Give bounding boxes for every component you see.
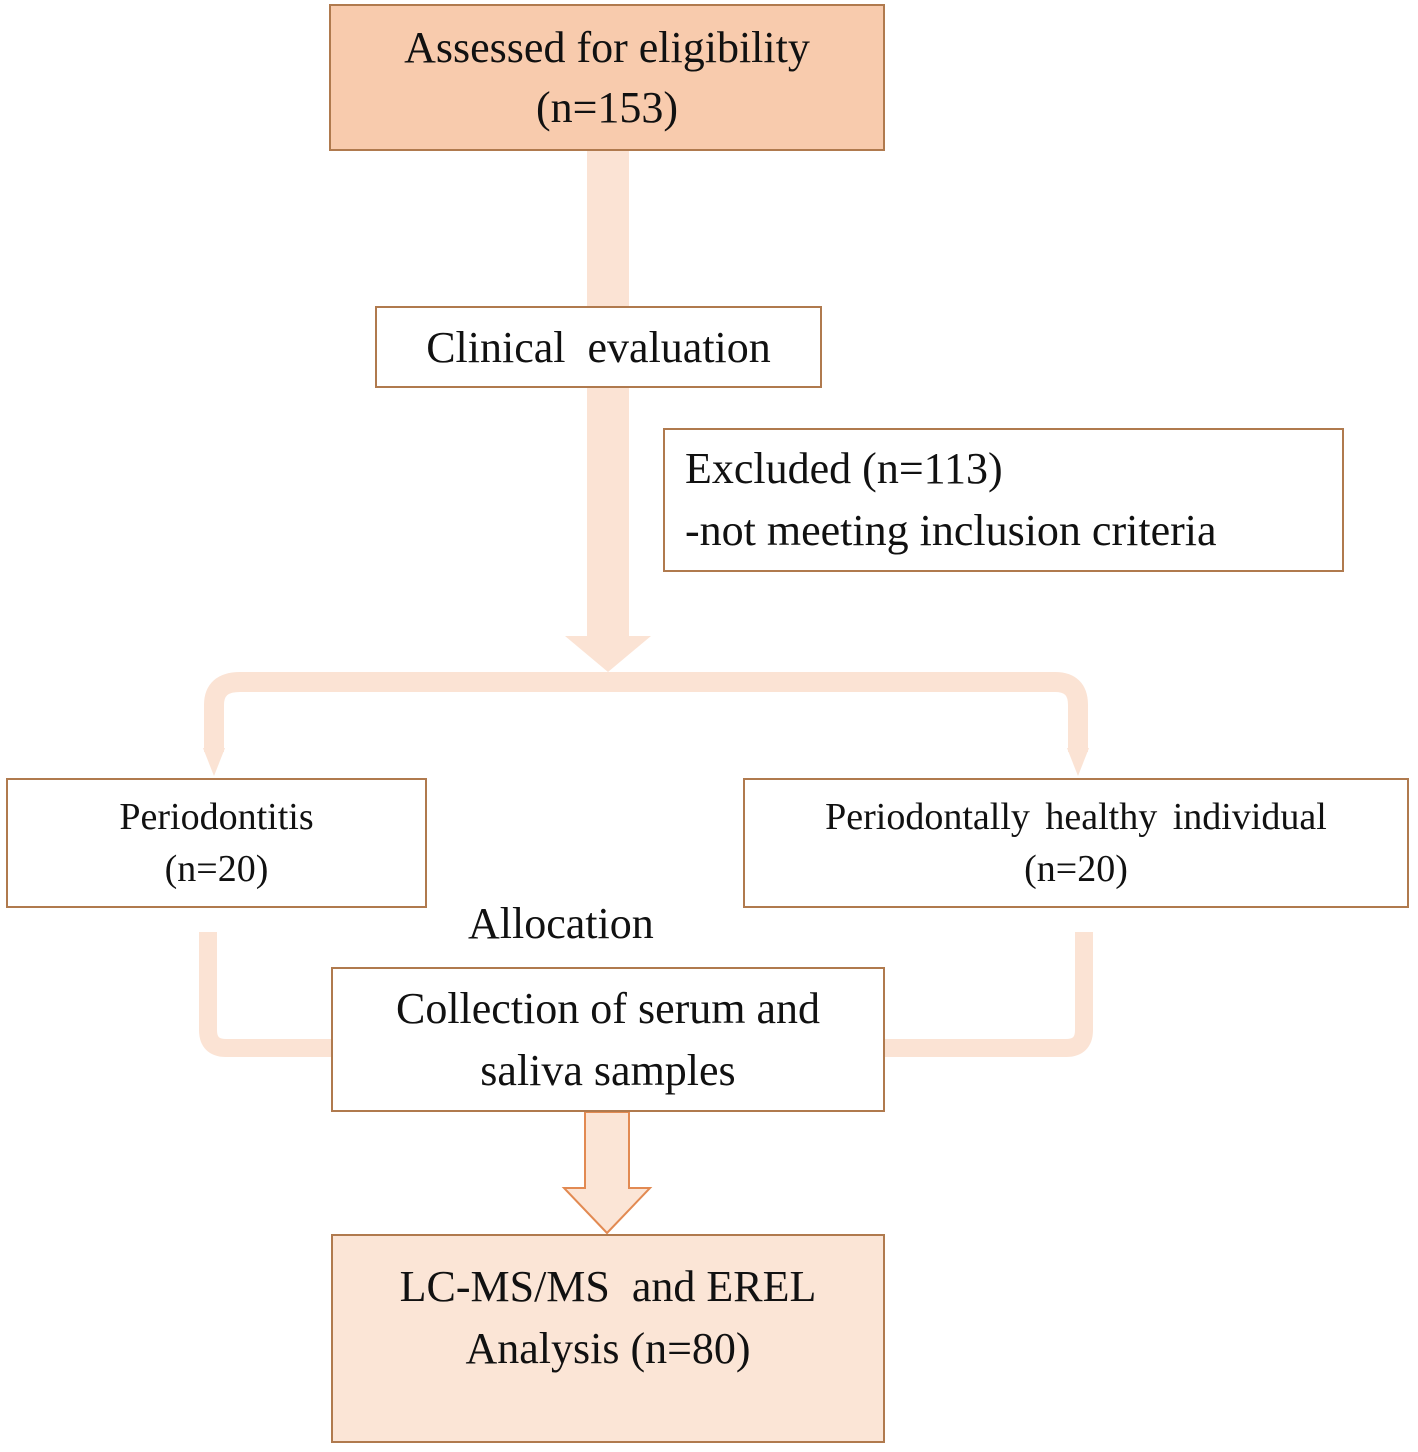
periodontitis-count: (n=20) bbox=[164, 848, 269, 890]
sample-collection-box: Collection of serum and saliva samples bbox=[331, 967, 885, 1112]
right-branch-arrowhead-icon bbox=[1067, 748, 1089, 776]
clinical-evaluation-label: Clinical evaluation bbox=[426, 322, 771, 372]
healthy-label: Periodontally healthy individual bbox=[825, 796, 1327, 838]
analysis-line-2: Analysis (n=80) bbox=[465, 1324, 751, 1373]
left-branch-arrowhead-icon bbox=[203, 748, 225, 776]
excluded-count: Excluded (n=113) bbox=[685, 444, 1003, 493]
left-merge-connector bbox=[199, 932, 331, 1057]
main-shaft-lower bbox=[587, 388, 629, 638]
excluded-reason: -not meeting inclusion criteria bbox=[685, 506, 1217, 555]
final-arrow-icon bbox=[561, 1111, 653, 1235]
right-merge-connector bbox=[885, 932, 1093, 1057]
assessed-label: Assessed for eligibility bbox=[404, 22, 810, 72]
healthy-count: (n=20) bbox=[1024, 848, 1128, 890]
main-shaft-upper bbox=[587, 151, 629, 306]
analysis-line-1: LC-MS/MS and EREL bbox=[399, 1262, 817, 1311]
collection-line-2: saliva samples bbox=[480, 1045, 736, 1095]
healthy-individual-box: Periodontally healthy individual (n=20) bbox=[743, 778, 1409, 908]
collection-line-1: Collection of serum and bbox=[395, 983, 820, 1033]
branch-connector bbox=[204, 672, 1088, 752]
excluded-box: Excluded (n=113) -not meeting inclusion … bbox=[663, 428, 1344, 572]
assessed-count: (n=153) bbox=[535, 82, 679, 132]
main-arrowhead-icon bbox=[565, 636, 651, 672]
analysis-box: LC-MS/MS and EREL Analysis (n=80) bbox=[331, 1234, 885, 1443]
allocation-label: Allocation bbox=[468, 899, 654, 948]
clinical-evaluation-box: Clinical evaluation bbox=[375, 306, 822, 388]
assessed-for-eligibility-box: Assessed for eligibility (n=153) bbox=[329, 4, 885, 151]
periodontitis-label: Periodontitis bbox=[119, 796, 314, 838]
periodontitis-box: Periodontitis (n=20) bbox=[6, 778, 427, 908]
